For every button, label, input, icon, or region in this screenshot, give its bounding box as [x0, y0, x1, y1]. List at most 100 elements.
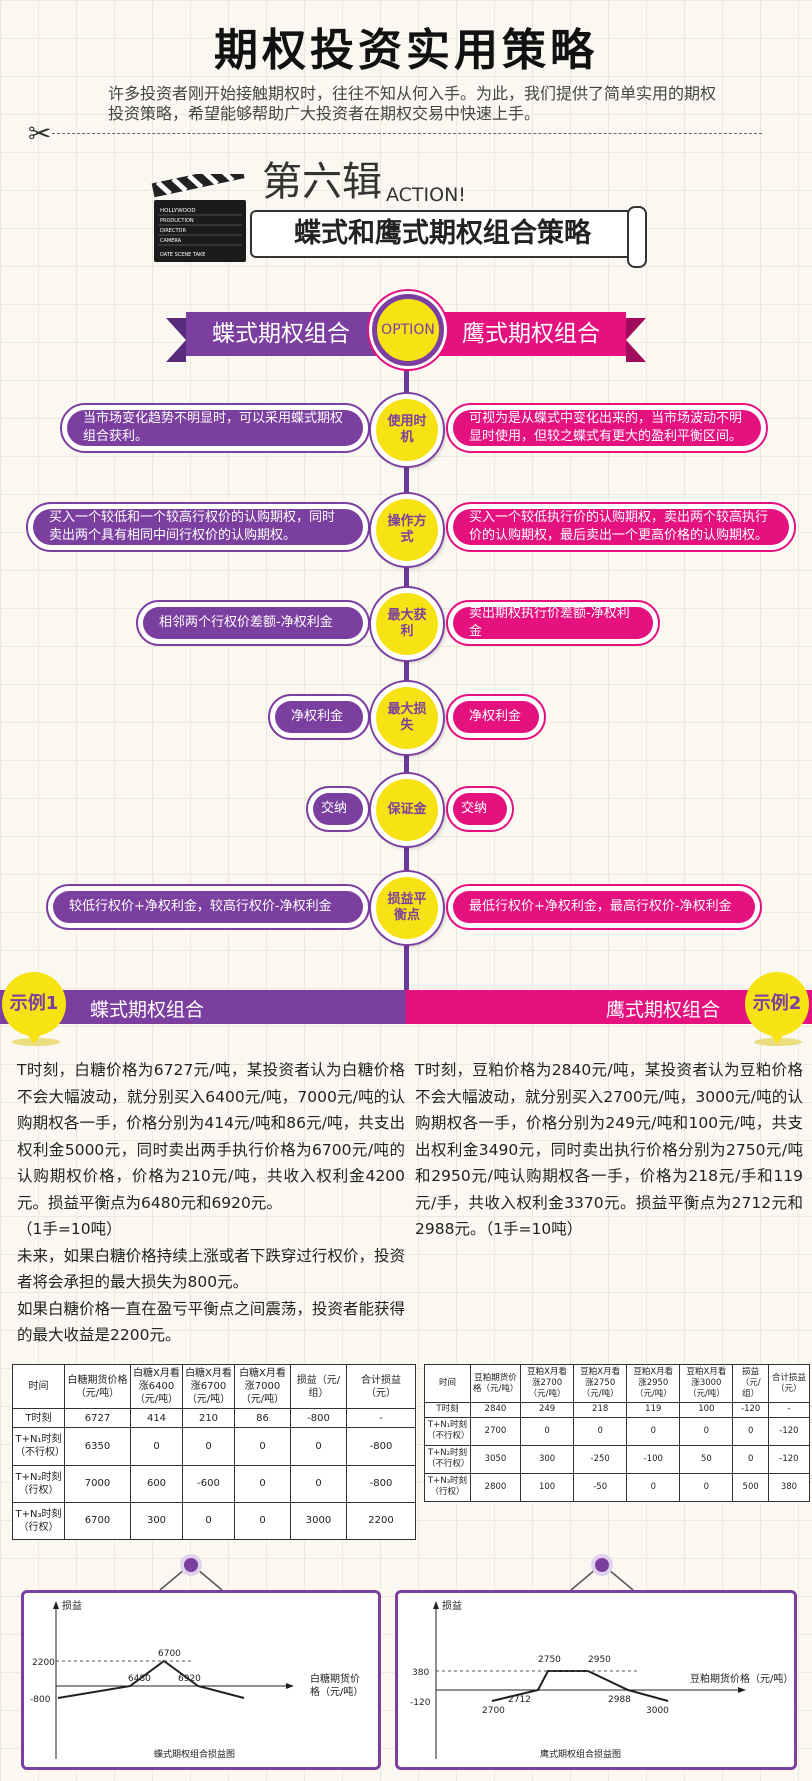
- episode-number: 第六辑: [262, 159, 382, 205]
- pill-text: 卖出期权执行价差额-净权利金: [453, 606, 653, 639]
- table-header-cell: 合计损益（元）: [767, 1364, 811, 1403]
- table-cell: 249: [519, 1402, 575, 1418]
- table-cell: 100: [519, 1472, 575, 1503]
- table-cell: 7000: [64, 1464, 131, 1503]
- table-row: T+N₂时刻（行权） 7000 600 -600 0 0 -800: [12, 1464, 416, 1503]
- table-cell: 3050: [470, 1444, 521, 1474]
- x-tick-label: 2988: [608, 1695, 631, 1705]
- left-pill-max-loss: 净权利金: [268, 694, 370, 740]
- table-cell: 0: [234, 1427, 291, 1466]
- x-tick-label: 6480: [128, 1674, 151, 1684]
- table-cell: T+N₂时刻（不行权）: [424, 1444, 471, 1474]
- table-cell: -120: [732, 1402, 769, 1418]
- table-header-row: 时间 豆粕期货价格（元/吨） 豆粕X月看涨2700（元/吨） 豆粕X月看涨275…: [424, 1364, 811, 1403]
- node-timing: 使用时机: [371, 394, 443, 466]
- example2-header-bar: [406, 990, 812, 1024]
- x-tick-label: 6700: [158, 1649, 181, 1659]
- table-cell: 0: [679, 1416, 734, 1446]
- pill-text: 较低行权价+净权利金，较高行权价-净权利金: [53, 891, 363, 923]
- table-cell: 0: [679, 1472, 734, 1503]
- chart-title: 蝶式期权组合损益图: [154, 1748, 235, 1760]
- x-tick-label: 2700: [482, 1706, 505, 1716]
- pill-text: 净权利金: [275, 701, 363, 733]
- x-axis-label-line1: 白糖期货价: [310, 1672, 360, 1685]
- table-row: T时刻 6727 414 210 86 -800 -: [12, 1407, 416, 1429]
- y-tick-label: -800: [30, 1695, 51, 1705]
- node-margin: 保证金: [371, 774, 443, 846]
- table-cell: 6727: [64, 1407, 131, 1429]
- table-cell: 0: [182, 1427, 235, 1466]
- table-cell: 2800: [470, 1472, 521, 1503]
- ribbon-tail-left: [166, 318, 186, 362]
- x-axis-label: 白糖期货价 格（元/吨）: [310, 1672, 363, 1698]
- pill-text: 交纳: [313, 793, 363, 825]
- x-tick-label: 2750: [538, 1655, 561, 1665]
- table-cell: 119: [626, 1402, 681, 1418]
- table-header-cell: 豆粕X月看涨2950（元/吨）: [626, 1364, 681, 1403]
- clapper-line: HOLLYWOOD: [160, 208, 196, 214]
- table-header-cell: 损益（元/组）: [290, 1364, 347, 1409]
- pill-text: 可视为是从蝶式中变化出来的，当市场波动不明显时使用，但较之蝶式有更大的盈利平衡区…: [453, 410, 761, 446]
- example1-header-bar: [0, 990, 406, 1024]
- x-tick-label: 6920: [178, 1674, 201, 1684]
- table-cell: -: [346, 1407, 416, 1429]
- table-cell: T+N₁时刻（不行权）: [424, 1416, 471, 1446]
- table-cell: 210: [182, 1407, 235, 1429]
- y-tick-label: 2200: [32, 1658, 55, 1668]
- condor-table: 时间 豆粕期货价格（元/吨） 豆粕X月看涨2700（元/吨） 豆粕X月看涨275…: [424, 1364, 811, 1503]
- page-title: 期权投资实用策略: [214, 25, 598, 76]
- clapper-line: DIRECTOR: [160, 228, 186, 234]
- pill-text: 相邻两个行权价差额-净权利金: [143, 607, 363, 639]
- pill-text: 净权利金: [453, 701, 539, 733]
- clapper-line: PRODUCTION: [160, 218, 194, 224]
- example1-paragraph: 未来，如果白糖价格持续上涨或者下跌穿过行权价，投资者将会承担的最大损失为800元…: [17, 1246, 405, 1292]
- table-cell: -800: [346, 1427, 416, 1466]
- clapperboard-icon: HOLLYWOOD PRODUCTION DIRECTOR CAMERA DAT…: [151, 174, 246, 262]
- example1-paragraph: 如果白糖价格一直在盈亏平衡点之间震荡，投资者能获得的最大收益是2200元。: [17, 1299, 405, 1345]
- right-pill-margin: 交纳: [446, 786, 514, 832]
- table-cell: 6350: [64, 1427, 131, 1466]
- table-cell: T时刻: [424, 1402, 471, 1418]
- diagram-pin: [591, 1554, 613, 1576]
- table-cell: 0: [182, 1501, 235, 1541]
- episode-subtitle-scroll: 蝶式和鹰式期权组合策略: [250, 206, 647, 268]
- table-cell: 300: [130, 1501, 183, 1541]
- example2-badge: 示例2: [745, 972, 809, 1044]
- table-cell: -120: [767, 1444, 811, 1474]
- chart-title: 鹰式期权组合损益图: [540, 1748, 621, 1760]
- scissors-icon: ✂: [28, 117, 52, 150]
- table-cell: 0: [626, 1416, 681, 1446]
- node-max-loss: 最大损失: [371, 682, 443, 754]
- left-pill-max-profit: 相邻两个行权价差额-净权利金: [136, 600, 370, 646]
- example2-title: 鹰式期权组合: [606, 999, 721, 1021]
- table-header-cell: 时间: [424, 1364, 471, 1403]
- table-cell: 0: [130, 1427, 183, 1466]
- table-cell: 0: [732, 1444, 769, 1474]
- diagram-pin: [180, 1554, 202, 1576]
- table-header-cell: 白糖期货价格（元/吨）: [64, 1364, 131, 1409]
- table-cell: -100: [626, 1444, 681, 1474]
- table-cell: 2840: [470, 1402, 521, 1418]
- right-pill-timing: 可视为是从蝶式中变化出来的，当市场波动不明显时使用，但较之蝶式有更大的盈利平衡区…: [446, 403, 768, 453]
- table-row: T时刻 2840 249 218 119 100 -120 -: [424, 1402, 811, 1418]
- node-max-profit: 最大获利: [371, 588, 443, 660]
- option-center-badge: OPTION: [372, 294, 444, 366]
- y-tick-label: -120: [410, 1698, 431, 1708]
- table-cell: 100: [679, 1402, 734, 1418]
- action-label: ACTION!: [386, 184, 466, 206]
- pill-text: 最低行权价+净权利金，最高行权价-净权利金: [453, 891, 755, 923]
- example2-body: T时刻，豆粕价格为2840元/吨，某投资者认为豆粕价格不会大幅波动，就分别买入2…: [415, 1057, 803, 1243]
- table-header-cell: 豆粕X月看涨2750（元/吨）: [573, 1364, 628, 1403]
- table-cell: 3000: [290, 1501, 347, 1541]
- clapper-line: CAMERA: [160, 238, 182, 244]
- payoff-line: [57, 1659, 245, 1699]
- table-cell: 86: [234, 1407, 291, 1429]
- table-header-cell: 白糖X月看涨6400（元/吨）: [130, 1364, 183, 1409]
- table-cell: T时刻: [12, 1407, 65, 1429]
- node-breakeven: 损益平衡点: [371, 872, 443, 944]
- left-pill-timing: 当市场变化趋势不明显时，可以采用蝶式期权组合获利。: [60, 403, 370, 453]
- pill-text: 买入一个较低和一个较高行权价的认购期权，同时卖出两个具有相同中间行权价的认购期权…: [33, 509, 363, 545]
- table-row: T+N₃时刻（行权） 6700 300 0 0 3000 2200: [12, 1501, 416, 1541]
- table-cell: T+N₃时刻（行权）: [12, 1501, 65, 1541]
